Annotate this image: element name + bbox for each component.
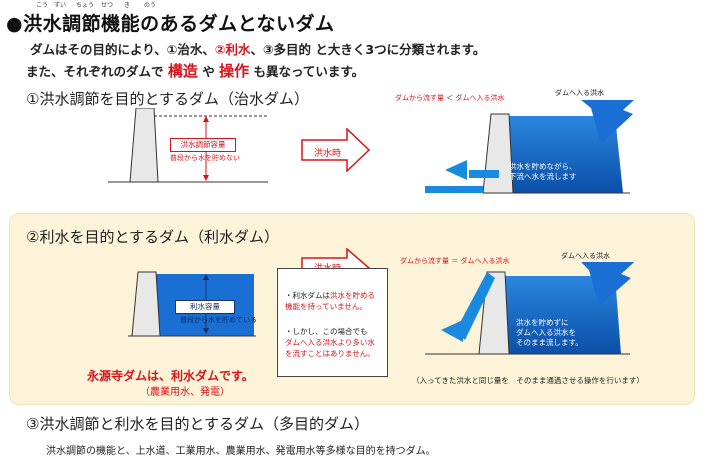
flood-dam-storing-diagram [425, 100, 635, 194]
passing-water-text: 洪水を貯めずに ダムへ入る洪水を そのまま流します。 [516, 318, 583, 347]
flood-capacity-box: 洪水調節容量 [170, 138, 236, 152]
outflow-arrow [445, 160, 467, 180]
note-2: ・しかし、この場合でも ダムへ入る洪水より多い水 を流すことはありません。 [285, 327, 375, 358]
title-ruby: こう ずい ちょう せつ き のう [36, 2, 157, 9]
inflow-arrow [581, 100, 635, 144]
irrigation-capacity-box: 利水容量 [175, 300, 235, 314]
spillway-flow [455, 272, 495, 340]
eigenji-caption-sub: （農業用水、発電） [140, 387, 230, 398]
reservoir-water [509, 116, 623, 193]
inflow-label-1: ダムへ入る洪水 [555, 89, 604, 97]
flow-compare-1: ダムから流す量 ＜ ダムへ入る洪水 [395, 94, 505, 102]
section1-heading: ①洪水調節を目的とするダム（治水ダム） [26, 90, 309, 108]
flood-time-arrow [301, 128, 371, 172]
page-title: ●洪水調節機能のあるダムとないダム [6, 13, 335, 35]
downstream-flow [425, 186, 483, 193]
irrigation-dam-flood-diagram [425, 262, 635, 355]
section2-footnote: （入ってきた洪水と同じ量を そのまま通過させる操作を行います） [412, 376, 644, 385]
irrigation-dam-diagram [128, 271, 256, 337]
flow-compare-2: ダムから流す量 ＝ ダムへ入る洪水 [400, 257, 510, 265]
dam-body [131, 271, 161, 337]
flood-time-label: 洪水時 [314, 149, 342, 159]
inflow-arrow [581, 262, 635, 306]
dam-body [129, 108, 159, 183]
section3-text: 洪水調節の機能と、上水道、工業用水、農業用水、発電用水等多様な目的を持つダム。 [46, 446, 436, 457]
intro-line-2: また、それぞれのダムで 構造 や 操作 も異なっています。 [26, 62, 365, 80]
storing-water-text: 洪水を貯めながら、 下流へ水を流します [509, 162, 577, 181]
irrigation-capacity-sub: 普段から水を貯めている [180, 316, 257, 324]
inflow-label-2: ダムへ入る洪水 [561, 252, 610, 260]
eigenji-caption: 永源寺ダムは、利水ダムです。 [87, 369, 254, 383]
section2-heading: ②利水を目的とするダム（利水ダム） [26, 228, 279, 246]
intro-line-1: ダムはその目的により、①治水、②利水、③多目的 と大きく3つに分類されます。 [30, 42, 486, 57]
reservoir-water [505, 276, 621, 354]
section3-heading: ③洪水調節と利水を目的とするダム（多目的ダム） [26, 415, 369, 433]
note-1: ・利水ダムは洪水を貯める 機能を持っていません。 [285, 291, 375, 311]
outflow-arrow [441, 320, 463, 342]
flood-capacity-sub: 普段から水を貯めない [170, 154, 240, 162]
irrigation-note: ・利水ダムは洪水を貯める 機能を持っていません。 ・しかし、この場合でも ダムへ… [277, 268, 388, 377]
